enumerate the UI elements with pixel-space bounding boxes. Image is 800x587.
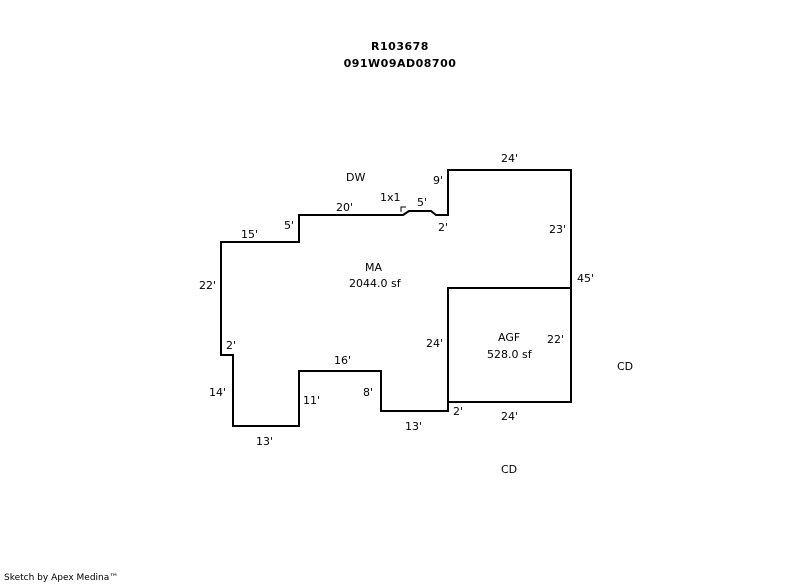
small-box-marker xyxy=(400,206,406,212)
dim-step-2-bottom: 2' xyxy=(453,405,463,418)
dim-step-2-top: 2' xyxy=(438,221,448,234)
dim-bottom-13-left: 13' xyxy=(256,435,273,448)
ma-label: MA xyxy=(365,261,382,274)
record-id: R103678 xyxy=(371,40,429,53)
dim-top-20: 20' xyxy=(336,201,353,214)
dim-notch-8: 8' xyxy=(363,386,373,399)
agf-label: AGF xyxy=(498,331,520,344)
dim-left-2: 2' xyxy=(226,339,236,352)
dim-agf-bottom-24: 24' xyxy=(501,410,518,423)
dim-right-45: 45' xyxy=(577,272,594,285)
small-box-label: 1x1 xyxy=(380,191,401,204)
dim-right-23: 23' xyxy=(549,223,566,236)
sketch-credit: Sketch by Apex Medina™ xyxy=(4,573,119,583)
agf-outline xyxy=(447,287,571,402)
agf-area: 528.0 sf xyxy=(487,348,533,361)
parcel-number: 091W09AD08700 xyxy=(343,57,457,70)
dim-agf-left-24: 24' xyxy=(426,337,443,350)
dim-bottom-13-right: 13' xyxy=(405,420,422,433)
dim-left-14: 14' xyxy=(209,386,226,399)
dim-notch-11: 11' xyxy=(303,394,320,407)
dw-label: DW xyxy=(346,171,365,184)
dim-notch-16: 16' xyxy=(334,354,351,367)
dim-top-9: 9' xyxy=(433,174,443,187)
dim-top-15: 15' xyxy=(241,228,258,241)
main-area-outline xyxy=(220,169,572,427)
dim-top-24: 24' xyxy=(501,152,518,165)
cd-label-bottom: CD xyxy=(501,463,517,476)
dim-left-22: 22' xyxy=(199,279,216,292)
ma-area: 2044.0 sf xyxy=(349,277,402,290)
dim-agf-right-22: 22' xyxy=(547,333,564,346)
dim-step-5-left: 5' xyxy=(284,219,294,232)
cd-label-right: CD xyxy=(617,360,633,373)
dim-top-5: 5' xyxy=(417,196,427,209)
